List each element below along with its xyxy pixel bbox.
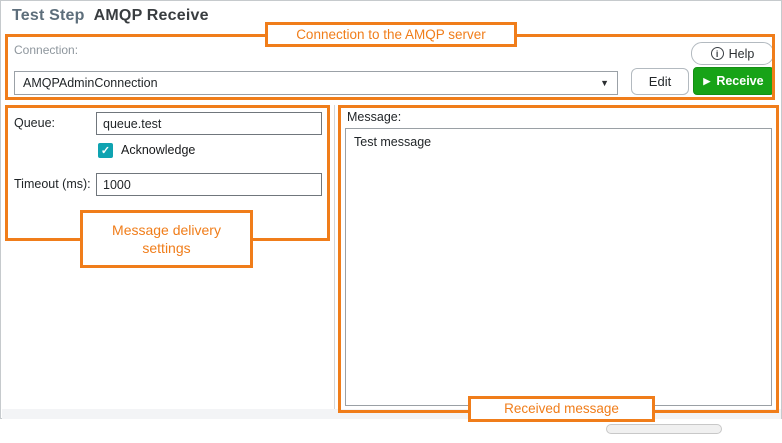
page-title-name: AMQP Receive — [93, 7, 209, 24]
message-label: Message: — [347, 110, 402, 124]
timeout-input[interactable] — [96, 173, 322, 196]
help-button[interactable]: i Help — [691, 42, 774, 65]
receive-button[interactable]: ▶ Receive — [693, 67, 774, 95]
callout-received: Received message — [468, 396, 655, 422]
chevron-down-icon: ▼ — [600, 78, 609, 88]
page-title: Test Step AMQP Receive — [12, 7, 209, 25]
acknowledge-checkbox[interactable]: ✓ — [98, 143, 113, 158]
queue-label: Queue: — [14, 116, 56, 130]
edit-button-label: Edit — [648, 74, 672, 89]
acknowledge-label: Acknowledge — [121, 143, 196, 157]
callout-settings: Message delivery settings — [80, 210, 253, 268]
page-title-prefix: Test Step — [12, 7, 85, 24]
edit-button[interactable]: Edit — [631, 68, 689, 95]
connection-label: Connection: — [14, 43, 79, 57]
callout-connection: Connection to the AMQP server — [265, 22, 517, 47]
help-button-label: Help — [728, 46, 755, 61]
connection-dropdown-value: AMQPAdminConnection — [23, 76, 158, 90]
window-bottom-strip — [2, 409, 781, 419]
test-step-window: Test Step AMQP Receive Connection: i Help… — [0, 0, 782, 419]
horizontal-scrollbar-thumb[interactable] — [606, 424, 722, 434]
play-icon: ▶ — [703, 75, 711, 86]
message-textarea[interactable]: Test message — [345, 128, 772, 406]
check-icon: ✓ — [100, 145, 111, 157]
info-icon: i — [710, 47, 724, 60]
panel-splitter — [334, 105, 335, 409]
receive-button-label: Receive — [716, 74, 764, 88]
queue-input[interactable] — [96, 112, 322, 135]
timeout-label: Timeout (ms): — [14, 177, 91, 191]
connection-dropdown[interactable]: AMQPAdminConnection ▼ — [14, 71, 618, 95]
